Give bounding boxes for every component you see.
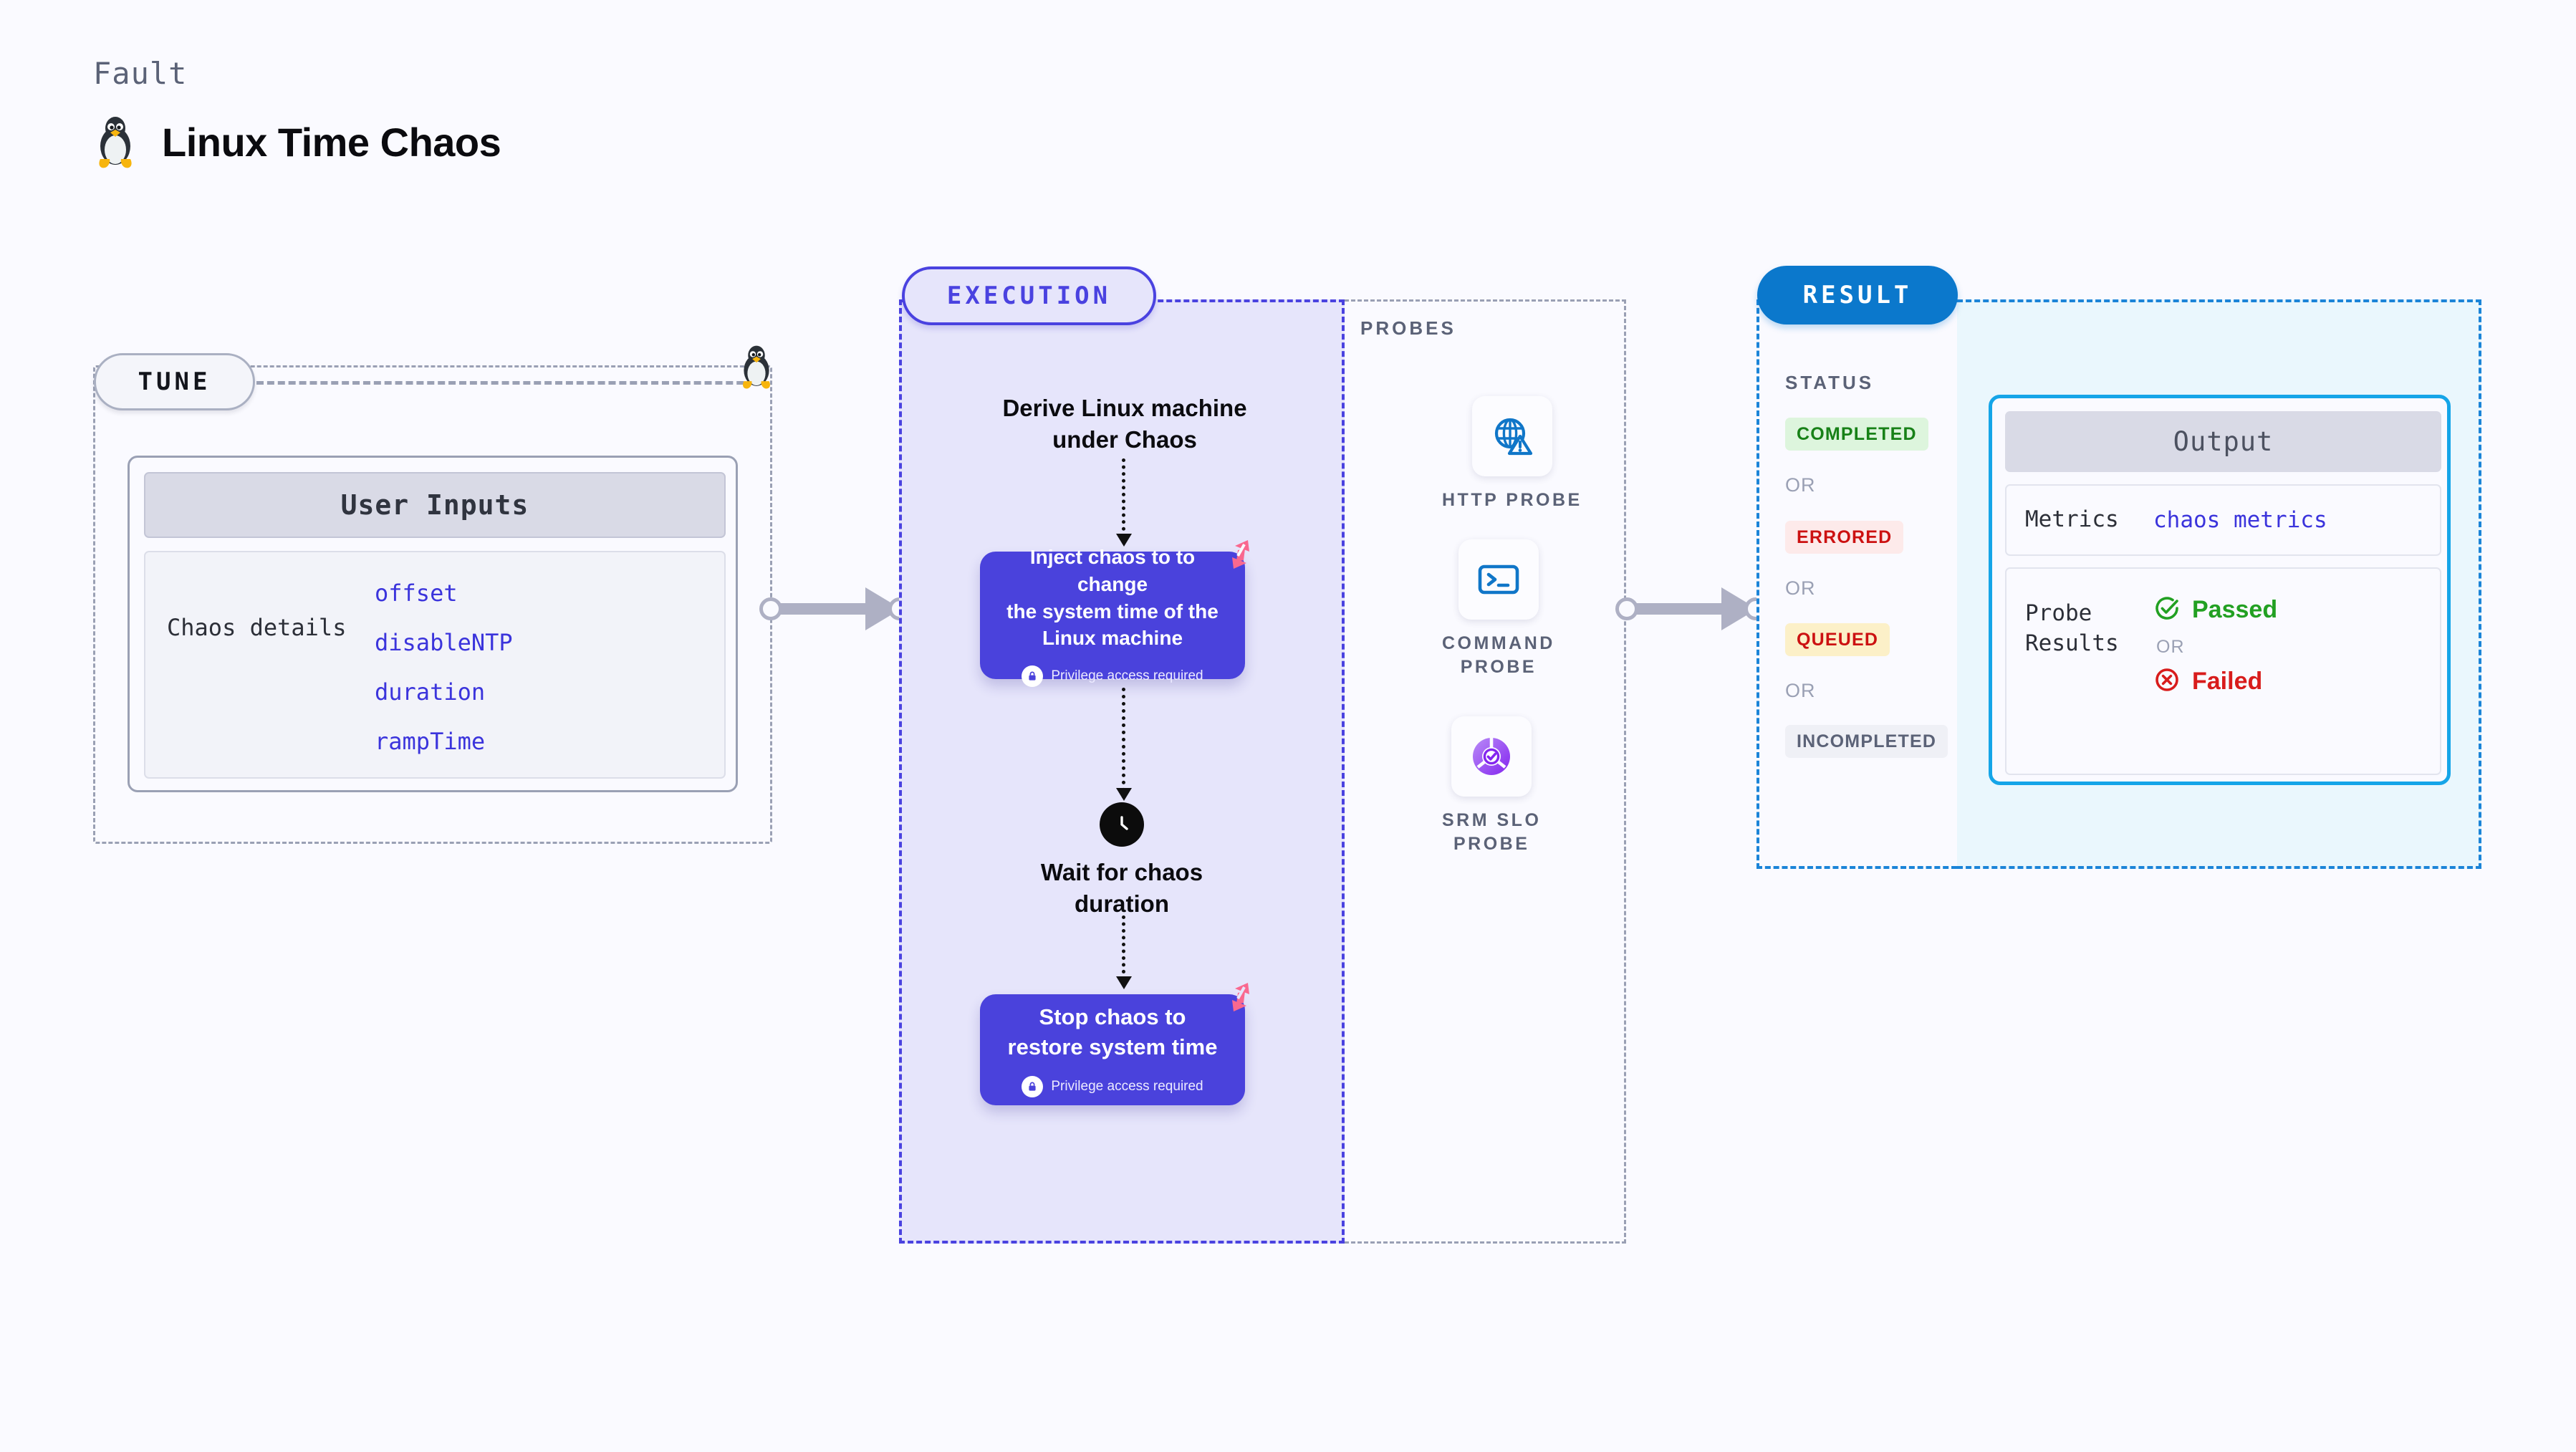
linux-tux-icon xyxy=(738,344,775,393)
output-card: Output Metrics chaos metrics Probe Resul… xyxy=(1989,395,2451,785)
user-inputs-body: Chaos details offset disableNTP duration… xyxy=(144,551,726,779)
slo-check-icon xyxy=(1451,716,1532,797)
probe-command-label: COMMAND PROBE xyxy=(1442,633,1555,677)
flow-connector-2 xyxy=(1116,688,1132,801)
probes-label: PROBES xyxy=(1360,317,1456,339)
probe-srm-slo-label: SRM SLO PROBE xyxy=(1442,810,1542,854)
harness-logo-icon xyxy=(1221,977,1261,1021)
probe-results-values: Passed OR Failed xyxy=(2153,569,2277,774)
inject-chaos-card[interactable]: Inject chaos to to change the system tim… xyxy=(980,540,1249,687)
user-inputs-card: User Inputs Chaos details offset disable… xyxy=(128,456,738,792)
probe-http[interactable]: HTTP PROBE xyxy=(1442,396,1582,512)
arrow-tune-to-execution xyxy=(759,587,911,630)
probe-srm-slo[interactable]: SRM SLO PROBE xyxy=(1442,716,1541,855)
input-offset[interactable]: offset xyxy=(375,580,458,607)
x-circle-icon xyxy=(2153,666,2181,697)
privilege-text: Privilege access required xyxy=(1051,1078,1203,1094)
lock-icon xyxy=(1022,665,1044,687)
execution-pill[interactable]: EXECUTION xyxy=(902,266,1156,325)
harness-logo-icon xyxy=(1221,534,1261,578)
output-probe-results-row: Probe Results Passed OR xyxy=(2005,567,2441,775)
privilege-row: Privilege access required xyxy=(1022,665,1203,687)
chaos-details-values: offset disableNTP duration rampTime xyxy=(375,552,513,777)
or-label: OR xyxy=(1785,577,1816,599)
check-circle-icon xyxy=(2153,595,2181,625)
metrics-value[interactable]: chaos metrics xyxy=(2153,507,2327,533)
inject-chaos-text: Inject chaos to to change the system tim… xyxy=(1006,546,1219,650)
flow-connector-3 xyxy=(1116,915,1132,989)
probe-http-label: HTTP PROBE xyxy=(1442,490,1582,510)
wait-duration-label: Wait for chaos duration xyxy=(1040,859,1203,917)
clock-icon xyxy=(1100,802,1144,847)
page-title-row: Linux Time Chaos xyxy=(93,115,501,169)
result-status-panel xyxy=(1756,299,1957,869)
status-label: STATUS xyxy=(1785,372,1875,393)
probe-failed-label: Failed xyxy=(2192,668,2263,695)
output-header: Output xyxy=(2005,411,2441,472)
status-badge-queued: QUEUED xyxy=(1785,623,1890,656)
privilege-text: Privilege access required xyxy=(1051,668,1203,683)
terminal-icon xyxy=(1458,539,1539,620)
tune-pill[interactable]: TUNE xyxy=(94,353,255,410)
probe-passed-label: Passed xyxy=(2192,596,2278,623)
execution-step-title: Derive Linux machine under Chaos xyxy=(1002,395,1247,453)
stop-chaos-text: Stop chaos to restore system time xyxy=(1007,1004,1218,1059)
flow-connector-1 xyxy=(1116,458,1132,547)
page-title: Linux Time Chaos xyxy=(162,119,501,165)
status-badge-completed: COMPLETED xyxy=(1785,418,1928,451)
chaos-details-label: Chaos details xyxy=(167,614,347,641)
result-pill[interactable]: RESULT xyxy=(1757,266,1958,324)
input-ramptime[interactable]: rampTime xyxy=(375,728,486,755)
or-label: OR xyxy=(1785,474,1816,496)
status-badge-incompleted: INCOMPLETED xyxy=(1785,725,1948,758)
probe-command[interactable]: COMMAND PROBE xyxy=(1442,539,1555,678)
privilege-row: Privilege access required xyxy=(1022,1075,1203,1097)
stop-chaos-card[interactable]: Stop chaos to restore system time Privil… xyxy=(980,983,1249,1105)
metrics-label: Metrics xyxy=(2025,506,2119,533)
tune-connector-line xyxy=(256,381,765,385)
linux-tux-icon xyxy=(93,115,138,169)
probe-result-passed: Passed xyxy=(2153,595,2277,625)
lock-icon xyxy=(1022,1075,1044,1097)
globe-warning-icon xyxy=(1471,396,1552,476)
page-eyebrow: Fault xyxy=(93,56,188,91)
output-metrics-row: Metrics chaos metrics xyxy=(2005,484,2441,556)
or-label: OR xyxy=(1785,680,1816,701)
user-inputs-header: User Inputs xyxy=(144,472,726,538)
arrow-execution-to-result xyxy=(1615,587,1767,630)
input-disablentp[interactable]: disableNTP xyxy=(375,629,513,656)
input-duration[interactable]: duration xyxy=(375,678,486,706)
probe-results-label: Probe Results xyxy=(2025,600,2119,656)
or-label: OR xyxy=(2156,637,2185,657)
probe-result-failed: Failed xyxy=(2153,666,2277,697)
status-badge-errored: ERRORED xyxy=(1785,521,1904,554)
